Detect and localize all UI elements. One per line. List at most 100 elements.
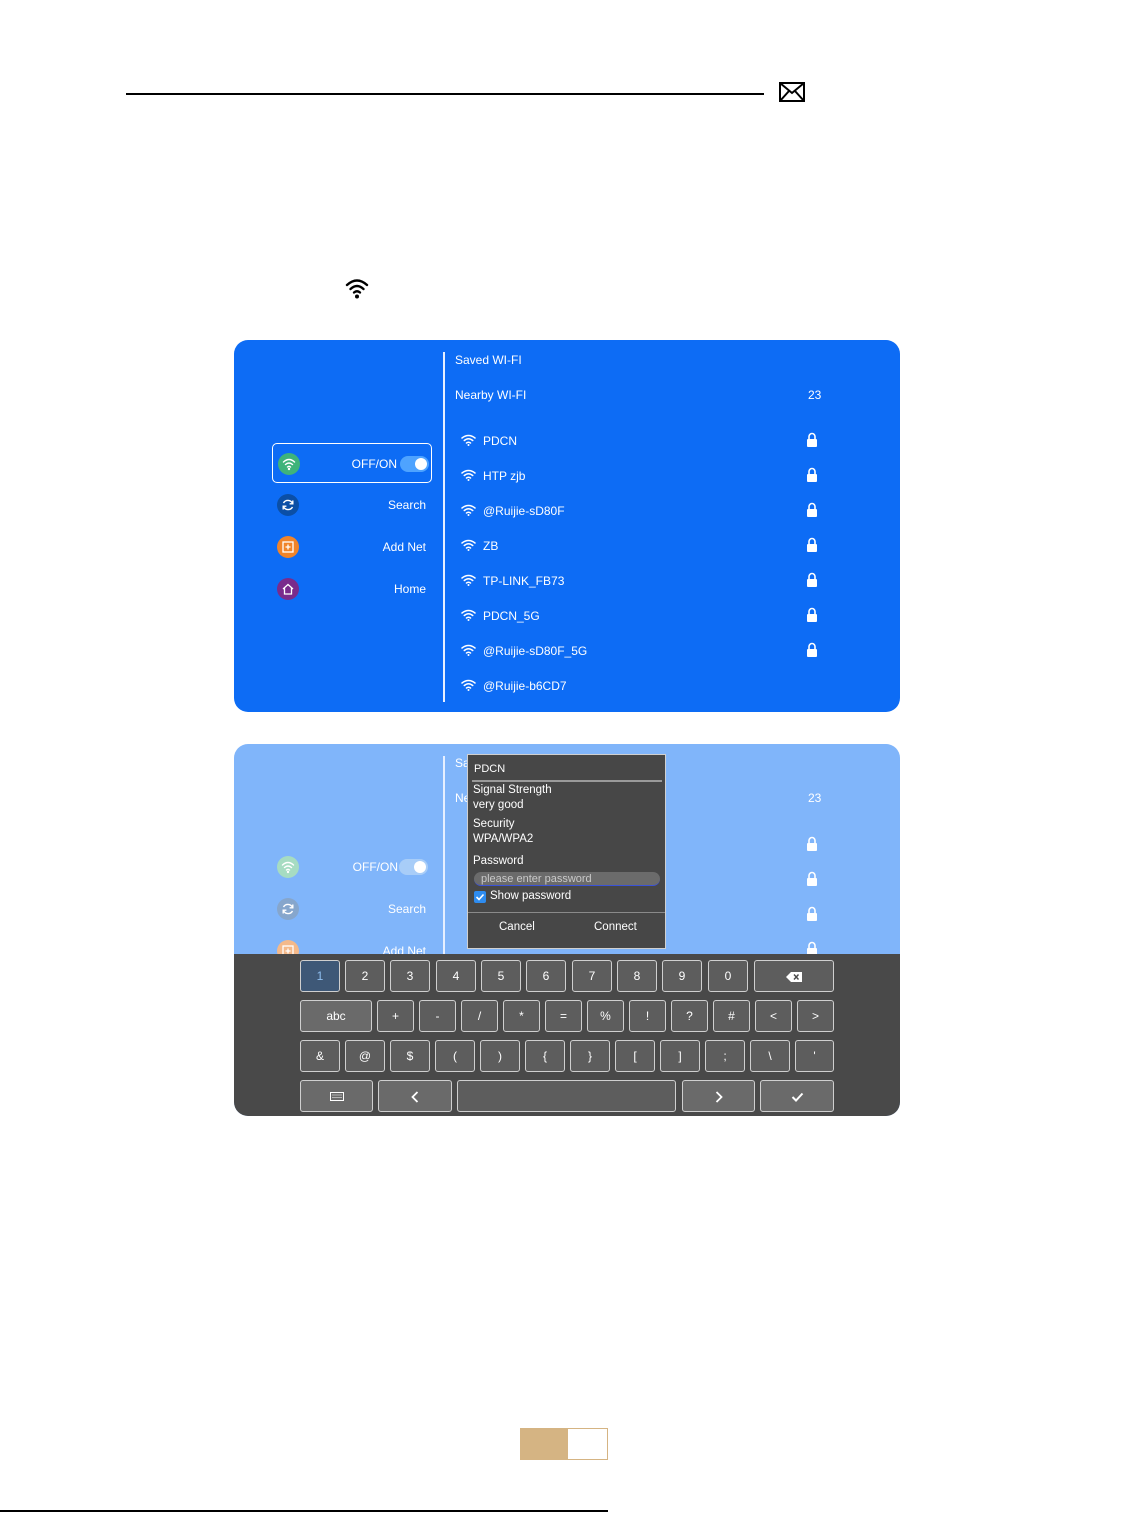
key-8[interactable]: 8: [617, 960, 657, 992]
menu-item-search[interactable]: Search: [272, 485, 432, 525]
signal-strength-value: very good: [473, 799, 524, 811]
cursor-right-key[interactable]: [682, 1080, 755, 1112]
key-left-brace[interactable]: {: [525, 1040, 565, 1072]
key-abc[interactable]: abc: [300, 1000, 372, 1032]
footer-rule: [0, 1510, 608, 1512]
network-name: TP-LINK_FB73: [483, 574, 565, 588]
key-exclamation[interactable]: !: [629, 1000, 666, 1032]
key-right-bracket[interactable]: ]: [660, 1040, 700, 1072]
nearby-wifi-label[interactable]: Ne: [455, 791, 471, 805]
network-item-ruijie-sd80f-5g[interactable]: @Ruijie-sD80F_5G: [461, 642, 831, 662]
key-plus[interactable]: +: [377, 1000, 414, 1032]
wifi-signal-icon: [461, 679, 476, 691]
key-right-paren[interactable]: ): [480, 1040, 520, 1072]
mail-icon: [779, 82, 805, 102]
wifi-signal-icon: [461, 609, 476, 621]
header-rule: [126, 93, 764, 95]
network-item-zb[interactable]: ZB: [461, 537, 831, 557]
menu-item-search[interactable]: Search: [272, 889, 432, 929]
network-name: @Ruijie-sD80F: [483, 504, 565, 518]
key-hash[interactable]: #: [713, 1000, 750, 1032]
menu-item-add-net[interactable]: Add Net: [272, 527, 432, 567]
dialog-title: PDCN: [474, 763, 506, 775]
dialog-button-rule: [468, 912, 665, 913]
network-item-ruijie-sd80f[interactable]: @Ruijie-sD80F: [461, 502, 831, 522]
key-equals[interactable]: =: [545, 1000, 582, 1032]
key-right-brace[interactable]: }: [570, 1040, 610, 1072]
backspace-key[interactable]: [754, 960, 834, 992]
wifi-signal-icon: [461, 644, 476, 656]
show-password-checkbox[interactable]: [474, 891, 486, 903]
connect-button[interactable]: Connect: [594, 921, 637, 933]
space-key[interactable]: [457, 1080, 676, 1112]
key-at[interactable]: @: [345, 1040, 385, 1072]
saved-wifi-label[interactable]: Saved WI-FI: [455, 353, 522, 367]
key-6[interactable]: 6: [526, 960, 566, 992]
key-5[interactable]: 5: [481, 960, 521, 992]
password-input[interactable]: please enter password: [474, 872, 660, 886]
keyboard-hide-key[interactable]: [300, 1080, 373, 1112]
dialog-title-rule: [472, 780, 662, 782]
key-question[interactable]: ?: [671, 1000, 708, 1032]
lock-icon: [807, 871, 817, 886]
lock-icon: [807, 467, 817, 482]
network-name: PDCN_5G: [483, 609, 540, 623]
refresh-icon: [277, 898, 299, 920]
key-7[interactable]: 7: [572, 960, 612, 992]
menu-item-wifi-toggle[interactable]: OFF/ON: [272, 847, 432, 887]
network-item-htp-zjb[interactable]: HTP zjb: [461, 467, 831, 487]
checkmark-icon: [791, 1092, 803, 1102]
key-ampersand[interactable]: &: [300, 1040, 340, 1072]
key-9[interactable]: 9: [662, 960, 702, 992]
key-minus[interactable]: -: [419, 1000, 456, 1032]
network-item-pdcn[interactable]: PDCN: [461, 432, 831, 452]
key-slash[interactable]: /: [461, 1000, 498, 1032]
key-left-paren[interactable]: (: [435, 1040, 475, 1072]
key-left-bracket[interactable]: [: [615, 1040, 655, 1072]
key-backslash[interactable]: \: [750, 1040, 790, 1072]
key-0[interactable]: 0: [708, 960, 748, 992]
key-3[interactable]: 3: [390, 960, 430, 992]
cursor-left-key[interactable]: [378, 1080, 452, 1112]
lock-icon: [807, 836, 817, 851]
show-password-label: Show password: [490, 890, 572, 902]
page-tab-left: [520, 1428, 567, 1460]
network-name: HTP zjb: [483, 469, 526, 483]
lock-icon: [807, 432, 817, 447]
key-semicolon[interactable]: ;: [705, 1040, 745, 1072]
wifi-icon: [345, 279, 369, 299]
refresh-icon: [277, 494, 299, 516]
menu-item-wifi-toggle[interactable]: OFF/ON: [272, 443, 432, 483]
keyboard-icon: [329, 1092, 344, 1102]
wifi-signal-icon: [461, 574, 476, 586]
key-percent[interactable]: %: [587, 1000, 624, 1032]
wifi-settings-panel: Saved WI-FI Nearby WI-FI 23 OFF/ON Searc…: [234, 340, 900, 712]
menu-label: Add Net: [382, 540, 426, 554]
key-asterisk[interactable]: *: [503, 1000, 540, 1032]
lock-icon: [807, 537, 817, 552]
menu-label: Search: [387, 902, 426, 916]
menu-label: Search: [387, 498, 426, 512]
chevron-right-icon: [715, 1091, 723, 1103]
key-4[interactable]: 4: [436, 960, 476, 992]
key-1[interactable]: 1: [300, 960, 340, 992]
lock-icon: [807, 906, 817, 921]
wifi-toggle-switch[interactable]: [400, 456, 429, 472]
saved-wifi-label[interactable]: Sa: [455, 756, 470, 770]
key-2[interactable]: 2: [345, 960, 385, 992]
nearby-wifi-label[interactable]: Nearby WI-FI: [455, 388, 527, 402]
key-less-than[interactable]: <: [755, 1000, 792, 1032]
signal-strength-label: Signal Strength: [473, 784, 552, 796]
network-item-pdcn-5g[interactable]: PDCN_5G: [461, 607, 831, 627]
cancel-button[interactable]: Cancel: [499, 921, 535, 933]
menu-item-home[interactable]: Home: [272, 569, 432, 609]
key-greater-than[interactable]: >: [797, 1000, 834, 1032]
key-dollar[interactable]: $: [390, 1040, 430, 1072]
key-apostrophe[interactable]: ': [795, 1040, 834, 1072]
network-item-ruijie-b6cd7[interactable]: @Ruijie-b6CD7: [461, 677, 831, 697]
lock-icon: [807, 642, 817, 657]
wifi-toggle-switch[interactable]: [399, 859, 428, 875]
network-item-tp-link-fb73[interactable]: TP-LINK_FB73: [461, 572, 831, 592]
enter-key[interactable]: [760, 1080, 834, 1112]
page-tab-right: [567, 1428, 608, 1460]
